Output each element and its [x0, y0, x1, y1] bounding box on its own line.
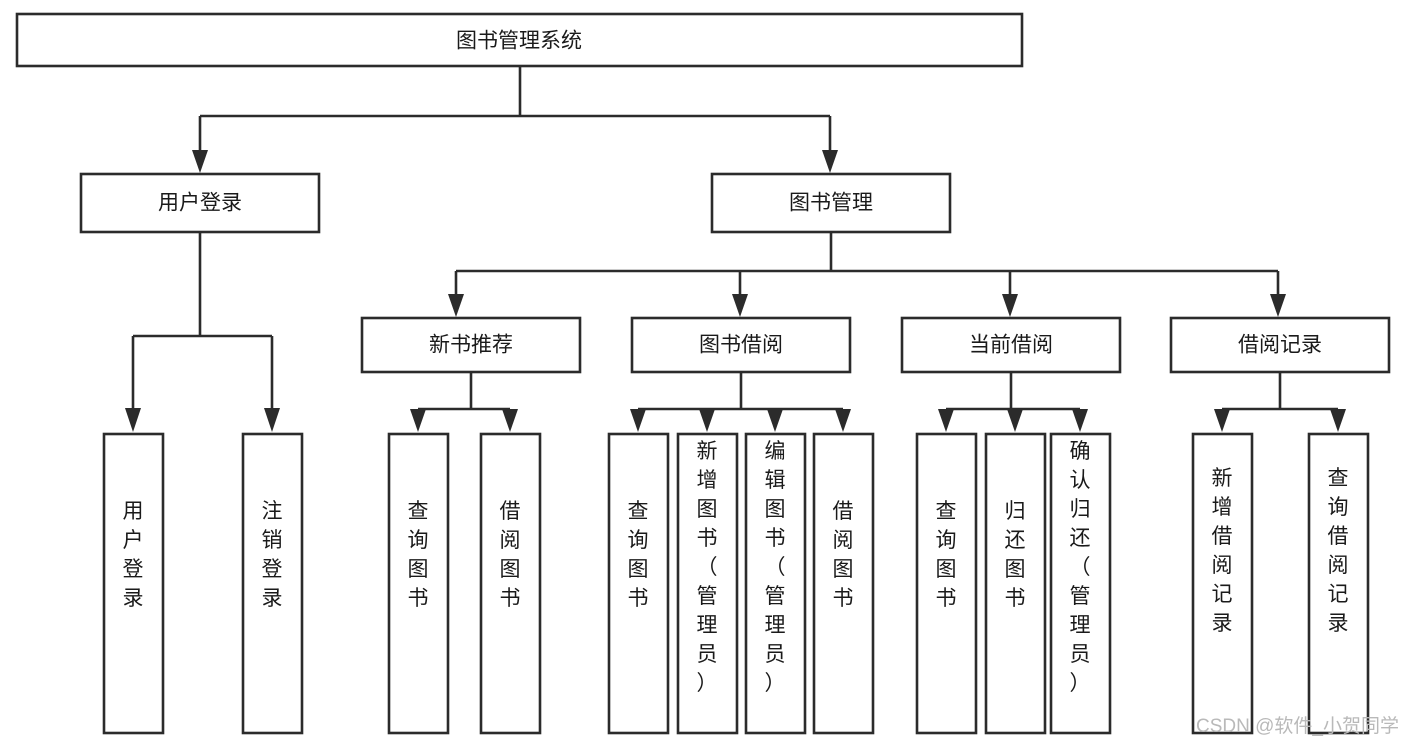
- node-user-login[interactable]: 用户登录: [79, 172, 321, 234]
- connector-book-borrow-to-leaves: [630, 372, 851, 432]
- node-root[interactable]: 图书管理系统: [15, 12, 1024, 68]
- leaf-box-cb-confirm-return[interactable]: [1049, 432, 1112, 735]
- leaf-node-cb-return-book[interactable]: 归还图书: [984, 432, 1047, 735]
- leaf-label-nb-borrow-book: 借阅图书: [500, 500, 521, 610]
- leaf-label-bb-edit-book: 编辑图书（管理员）: [765, 440, 786, 695]
- level3-label-new-book-recommend: 新书推荐: [429, 334, 513, 357]
- leaf-box-br-query-record[interactable]: [1307, 432, 1370, 735]
- leaf-node-cb-confirm-return[interactable]: 确认归还（管理员）: [1049, 432, 1112, 735]
- level3-label-current-borrow: 当前借阅: [969, 334, 1053, 357]
- leaf-label-cb-return-book: 归还图书: [1005, 500, 1026, 610]
- node-new-book-recommend[interactable]: 新书推荐: [360, 316, 582, 374]
- arrow-down-icon-cb-leaf2: [1007, 409, 1023, 432]
- node-current-borrow[interactable]: 当前借阅: [900, 316, 1122, 374]
- leaf-node-user-login[interactable]: 用户登录: [102, 432, 165, 735]
- connector-borrow-record-to-leaves: [1214, 372, 1346, 432]
- leaf-label-bb-query-book: 查询图书: [628, 500, 649, 610]
- node-book-manage[interactable]: 图书管理: [710, 172, 952, 234]
- arrow-down-icon-cb-leaf1: [938, 409, 954, 432]
- node-book-borrow[interactable]: 图书借阅: [630, 316, 852, 374]
- arrow-down-icon-new-book: [448, 294, 464, 317]
- level3-label-book-borrow: 图书借阅: [699, 334, 783, 357]
- leaf-label-br-add-record: 新增借阅记录: [1212, 467, 1233, 635]
- leaf-label-logout: 注销登录: [262, 500, 283, 610]
- leaf-node-logout[interactable]: 注销登录: [241, 432, 304, 735]
- watermark-label: CSDN @软件_小贺同学: [1196, 715, 1399, 737]
- leaf-label-cb-query-book: 查询图书: [936, 500, 957, 610]
- arrow-down-icon-borrow-record: [1270, 294, 1286, 317]
- connector-new-book-to-leaves: [410, 372, 518, 432]
- connector-user-login-to-leaves: [125, 232, 280, 432]
- leaf-box-user-login[interactable]: [102, 432, 165, 735]
- leaf-box-bb-query-book[interactable]: [607, 432, 670, 735]
- leaf-label-bb-borrow-book: 借阅图书: [833, 500, 854, 610]
- leaf-label-cb-confirm-return: 确认归还（管理员）: [1070, 440, 1091, 695]
- leaf-box-cb-return-book[interactable]: [984, 432, 1047, 735]
- arrow-down-icon-br-leaf1: [1214, 409, 1230, 432]
- leaf-box-nb-query-book[interactable]: [387, 432, 450, 735]
- arrow-down-icon-leaf-logout: [264, 408, 280, 432]
- level3-box-current-borrow[interactable]: [900, 316, 1122, 374]
- leaf-box-logout[interactable]: [241, 432, 304, 735]
- leaf-box-cb-query-book[interactable]: [915, 432, 978, 735]
- level3-label-borrow-record: 借阅记录: [1238, 334, 1322, 357]
- leaf-node-nb-query-book[interactable]: 查询图书: [387, 432, 450, 735]
- leaf-label-bb-add-book: 新增图书（管理员）: [697, 440, 718, 695]
- arrow-down-icon-nb-leaf1: [410, 409, 426, 432]
- level2-label-book-manage: 图书管理: [789, 192, 873, 215]
- leaf-box-bb-edit-book[interactable]: [744, 432, 807, 735]
- leaf-node-bb-add-book[interactable]: 新增图书（管理员）: [676, 432, 739, 735]
- arrow-down-icon-br-leaf2: [1330, 409, 1346, 432]
- level3-box-new-book-recommend[interactable]: [360, 316, 582, 374]
- leaf-node-br-query-record[interactable]: 查询借阅记录: [1307, 432, 1370, 735]
- level2-label-user-login: 用户登录: [158, 192, 242, 215]
- leaf-node-bb-edit-book[interactable]: 编辑图书（管理员）: [744, 432, 807, 735]
- arrow-down-icon-bb-leaf1: [630, 409, 646, 432]
- arrow-down-icon-book-manage: [822, 150, 838, 173]
- leaf-box-bb-borrow-book[interactable]: [812, 432, 875, 735]
- leaf-node-bb-borrow-book[interactable]: 借阅图书: [812, 432, 875, 735]
- arrow-down-icon-current-borrow: [1002, 294, 1018, 317]
- leaf-label-nb-query-book: 查询图书: [408, 500, 429, 610]
- leaf-node-nb-borrow-book[interactable]: 借阅图书: [479, 432, 542, 735]
- level2-box-book-manage[interactable]: [710, 172, 952, 234]
- arrow-down-icon-leaf-user-login: [125, 408, 141, 432]
- level3-box-book-borrow[interactable]: [630, 316, 852, 374]
- leaf-label-user-login: 用户登录: [123, 500, 144, 610]
- connector-current-borrow-to-leaves: [938, 372, 1088, 432]
- leaf-box-br-add-record[interactable]: [1191, 432, 1254, 735]
- arrow-down-icon-book-borrow: [732, 294, 748, 317]
- root-box[interactable]: [15, 12, 1024, 68]
- level3-box-borrow-record[interactable]: [1169, 316, 1391, 374]
- leaf-node-cb-query-book[interactable]: 查询图书: [915, 432, 978, 735]
- leaf-node-br-add-record[interactable]: 新增借阅记录: [1191, 432, 1254, 735]
- arrow-down-icon-bb-leaf4: [835, 409, 851, 432]
- arrow-down-icon-cb-leaf3: [1072, 409, 1088, 432]
- node-borrow-record[interactable]: 借阅记录: [1169, 316, 1391, 374]
- leaf-label-br-query-record: 查询借阅记录: [1328, 467, 1349, 635]
- arrow-down-icon-bb-leaf2: [699, 409, 715, 432]
- arrow-down-icon-nb-leaf2: [502, 409, 518, 432]
- connector-book-manage-to-level3: [448, 232, 1286, 317]
- arrow-down-icon-bb-leaf3: [767, 409, 783, 432]
- root-label: 图书管理系统: [456, 30, 582, 53]
- leaf-box-nb-borrow-book[interactable]: [479, 432, 542, 735]
- leaf-box-bb-add-book[interactable]: [676, 432, 739, 735]
- arrow-down-icon-user-login: [192, 150, 208, 173]
- leaf-node-bb-query-book[interactable]: 查询图书: [607, 432, 670, 735]
- connector-root-to-level2: [192, 66, 838, 173]
